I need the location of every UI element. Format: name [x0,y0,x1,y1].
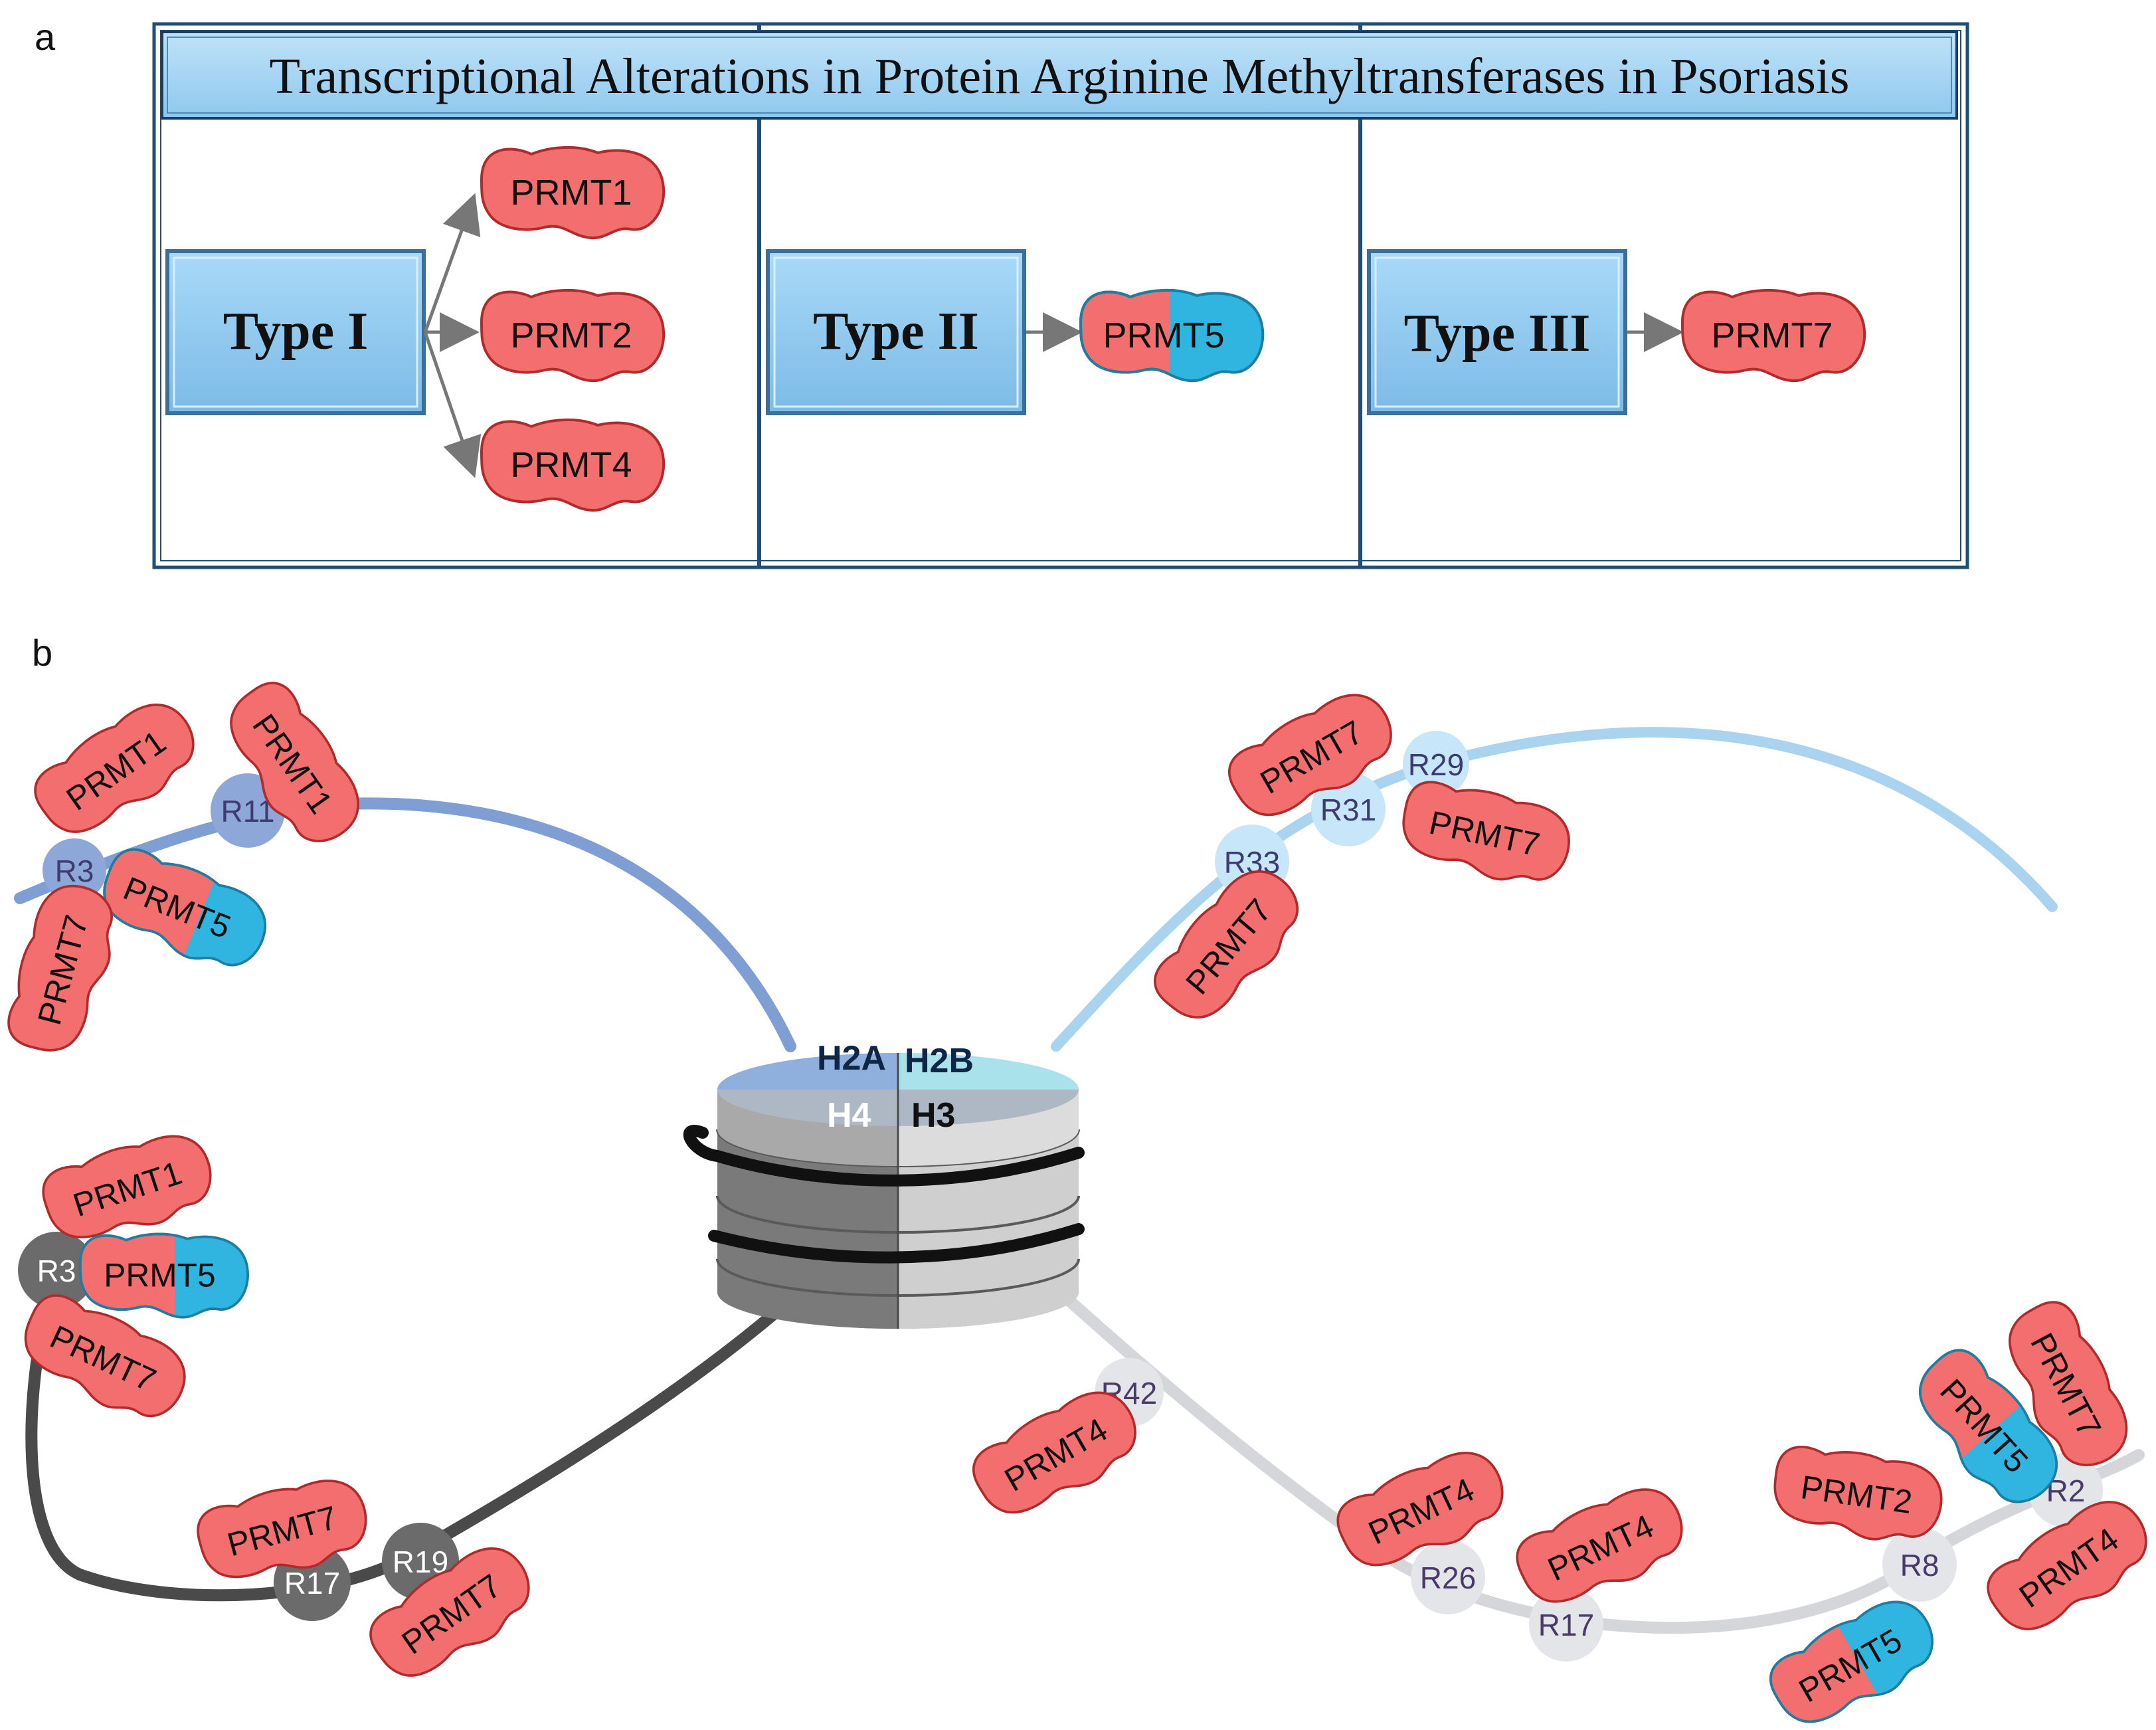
svg-text:R3: R3 [55,854,94,888]
histone-h2b-label: H2B [905,1042,974,1080]
enzyme-h4-r3-prmt1: PRMT1 [35,1122,223,1256]
enzyme-h2a-r3-prmt1: PRMT1 [23,686,211,854]
type-ii-box: Type II [766,249,1026,415]
enzyme-prmt5-panel-a: PRMT5 [1079,288,1265,383]
site-h2a-r3: R3 [43,838,106,902]
svg-text:R31: R31 [1320,793,1376,827]
type-ii-label: Type II [813,302,979,361]
panel-a-label: a [35,16,56,58]
enzyme-h3-r17-prmt4: PRMT4 [1507,1473,1697,1622]
site-h4-r3: R3 [18,1232,95,1309]
type-iii-label: Type III [1404,304,1591,363]
site-h2b-r29: R29 [1403,731,1469,797]
site-h3-r17: R17 [1529,1587,1603,1662]
panel-a-title: Transcriptional Alterations in Protein A… [270,48,1850,104]
enzyme-h3-r8-prmt2: PRMT2 [1767,1440,1948,1549]
enzyme-h2a-r3-prmt7: PRMT7 [0,876,127,1062]
enzyme-h4-r3-prmt5: PRMT5 [78,1232,249,1319]
enzyme-prmt1-panel-a: PRMT1 [480,145,666,240]
svg-text:R11: R11 [221,794,275,828]
nucleosome [683,1053,1085,1329]
enzyme-h4-r17-prmt7: PRMT7 [190,1468,377,1594]
svg-text:R29: R29 [1408,747,1464,782]
type-iii-box: Type III [1367,249,1627,415]
enzyme-prmt4-panel-a: PRMT4 [480,418,666,512]
svg-text:PRMT4: PRMT4 [510,445,632,485]
panel-b-label: b [32,632,52,674]
svg-text:R8: R8 [1900,1548,1939,1583]
histone-h2a-label: H2A [817,1039,886,1078]
enzyme-prmt2-panel-a: PRMT2 [480,288,666,383]
svg-text:PRMT1: PRMT1 [510,173,632,213]
title-bar: Transcriptional Alterations in Protein A… [161,31,1958,120]
enzyme-h2b-r29-prmt7: PRMT7 [1393,775,1578,894]
svg-text:R26: R26 [1420,1561,1476,1595]
svg-text:R17: R17 [284,1566,340,1600]
svg-text:PRMT5: PRMT5 [104,1257,215,1294]
svg-text:R3: R3 [37,1254,76,1288]
site-h2b-r31: R31 [1311,772,1386,846]
histone-h3-label: H3 [911,1096,955,1135]
site-h3-r26: R26 [1411,1540,1485,1614]
type-i-box: Type I [165,249,426,415]
tail-h4 [25,1260,790,1602]
histone-h4-label: H4 [827,1096,871,1135]
site-h3-r8: R8 [1882,1527,1957,1602]
svg-text:R17: R17 [1538,1608,1594,1642]
panel-a-arrows [423,193,1684,478]
svg-text:PRMT2: PRMT2 [510,316,632,355]
type-i-label: Type I [223,302,369,361]
svg-text:PRMT5: PRMT5 [1103,316,1224,355]
svg-text:PRMT7: PRMT7 [1711,316,1833,355]
enzyme-prmt7-panel-a: PRMT7 [1681,288,1866,383]
